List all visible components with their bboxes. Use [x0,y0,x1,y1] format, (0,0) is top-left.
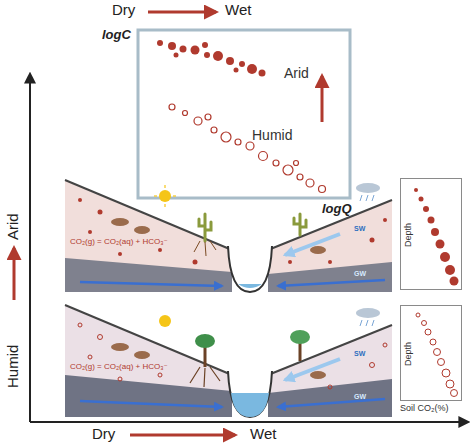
inset-label: Arid [284,66,309,81]
axis-label: Dry [92,426,115,443]
flow-label: SW [354,350,365,358]
axis-label: logQ [322,202,352,216]
axis-label: Arid [5,213,22,240]
axis-label: Wet [225,2,251,19]
axis-label: Soil CO₂(%) [400,404,449,414]
inset-label: Humid [252,128,292,143]
flow-label: GW [354,270,366,278]
axis-label: Humid [5,345,22,388]
profile-box: Depth [400,178,462,290]
equation-label: CO₂(g) = CO₂(aq) + HCO₃⁻ [70,238,168,247]
flow-label: GW [354,393,366,401]
depth-label: Depth [404,223,414,247]
profile-box: Depth [400,305,462,401]
axis-label: Dry [112,2,135,19]
flow-label: SW [354,225,365,233]
axis-label: logC [102,28,131,42]
equation-label: CO₂(g) = CO₂(aq) + HCO₃⁻ [70,363,168,372]
depth-label: Depth [404,342,414,366]
axis-label: Wet [250,426,276,443]
